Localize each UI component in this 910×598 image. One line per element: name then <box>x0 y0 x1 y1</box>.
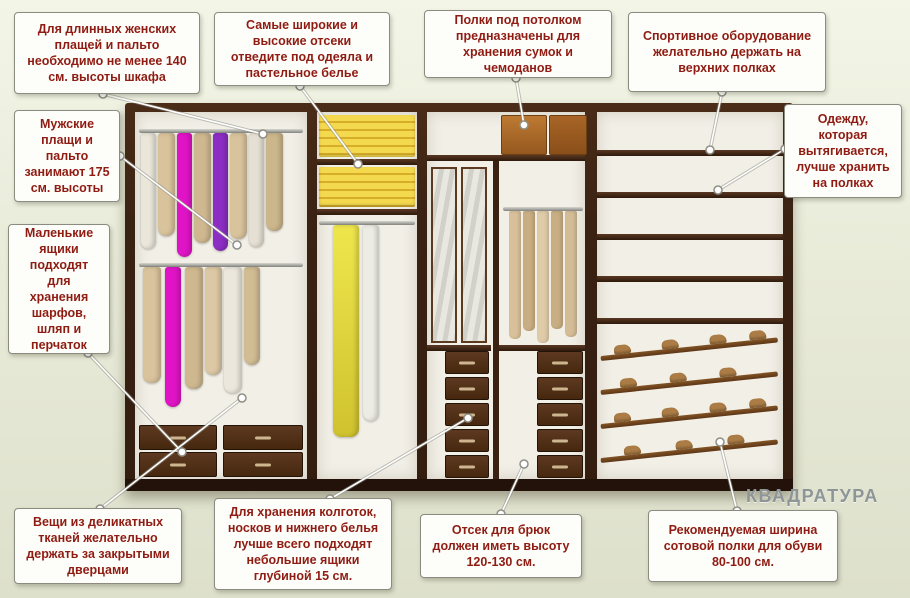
garment <box>141 133 156 249</box>
garment <box>249 133 264 247</box>
callout-text: Отсек для брюк должен иметь высоту 120-1… <box>432 523 570 569</box>
shelf <box>427 155 585 161</box>
callout-stretch-clothes: Одежду, которая вытягивается, лучше хран… <box>784 104 902 198</box>
drawer <box>445 403 489 426</box>
garment <box>205 267 222 375</box>
callout-shoe-shelf-width: Рекомендуемая ширина сотовой полки для о… <box>648 510 838 582</box>
garment <box>266 133 283 231</box>
callout-text: Для хранения колготок, носков и нижнего … <box>227 505 379 583</box>
drawer <box>537 377 583 400</box>
drawer <box>445 351 489 374</box>
section-divider <box>493 161 499 479</box>
trouser-rod <box>503 207 583 211</box>
garment <box>230 133 247 239</box>
shelf <box>597 276 783 282</box>
shelf <box>317 159 417 165</box>
garment <box>177 133 192 257</box>
shelf <box>597 150 783 156</box>
storage-box <box>501 115 547 155</box>
wardrobe-base <box>125 479 793 491</box>
garment <box>185 267 203 389</box>
drawer <box>537 351 583 374</box>
callout-delicate-fabrics: Вещи из деликатных тканей желательно дер… <box>14 508 182 584</box>
shelf <box>317 209 417 215</box>
callout-mens-coats: Мужские плащи и пальто занимают 175 см. … <box>14 110 120 202</box>
mirror-door <box>431 167 457 343</box>
drawer <box>537 455 583 478</box>
garment <box>194 133 211 243</box>
linen-stack <box>319 167 415 207</box>
garment <box>363 225 379 421</box>
drawer <box>139 452 217 477</box>
drawer <box>445 377 489 400</box>
callout-text: Рекомендуемая ширина сотовой полки для о… <box>663 523 823 569</box>
callout-text: Мужские плащи и пальто занимают 175 см. … <box>24 117 110 195</box>
callout-text: Одежду, которая вытягивается, лучше хран… <box>796 112 890 190</box>
trousers <box>523 211 535 331</box>
trousers <box>537 211 549 343</box>
garment <box>224 267 242 393</box>
callout-text: Полки под потолком предназначены для хра… <box>454 13 582 75</box>
callout-small-drawers: Маленькие ящики подходят для хранения ша… <box>8 224 110 354</box>
yellow-dress <box>333 225 359 437</box>
hanging-rod <box>139 263 303 267</box>
garment <box>143 267 161 383</box>
callout-trouser-section: Отсек для брюк должен иметь высоту 120-1… <box>420 514 582 578</box>
callout-ceiling-shelves: Полки под потолком предназначены для хра… <box>424 10 612 78</box>
drawer <box>445 429 489 452</box>
callout-text: Вещи из деликатных тканей желательно дер… <box>26 515 170 577</box>
storage-box <box>549 115 587 155</box>
shelf <box>597 318 783 324</box>
callout-text: Спортивное оборудование желательно держа… <box>642 29 812 75</box>
drawer <box>537 403 583 426</box>
shelf <box>597 234 783 240</box>
hanging-rod <box>319 221 415 225</box>
callout-sports-equipment: Спортивное оборудование желательно держа… <box>628 12 826 92</box>
trousers <box>551 211 563 329</box>
wardrobe-illustration <box>125 103 793 491</box>
watermark: КВАДРАТУРА <box>746 486 879 506</box>
shelf <box>427 345 491 351</box>
trousers <box>509 211 521 339</box>
shelf <box>597 192 783 198</box>
drawer <box>537 429 583 452</box>
drawer <box>223 452 303 477</box>
callout-long-womens-coats: Для длинных женских плащей и пальто необ… <box>14 12 200 94</box>
drawer <box>223 425 303 450</box>
drawer <box>139 425 217 450</box>
linen-stack <box>319 115 415 157</box>
callout-text: Маленькие ящики подходят для хранения ша… <box>24 226 94 352</box>
shelf <box>499 345 585 351</box>
garment <box>165 267 181 407</box>
callout-hosiery-drawers: Для хранения колготок, носков и нижнего … <box>214 498 392 590</box>
garment <box>213 133 228 251</box>
mirror-door <box>461 167 487 343</box>
drawer <box>445 455 489 478</box>
callout-text: Для длинных женских плащей и пальто необ… <box>27 22 187 84</box>
callout-widest-sections: Самые широкие и высокие отсеки отведите … <box>214 12 390 86</box>
trousers <box>565 211 577 337</box>
garment <box>158 133 175 236</box>
garment <box>244 267 260 365</box>
callout-text: Самые широкие и высокие отсеки отведите … <box>230 18 374 80</box>
